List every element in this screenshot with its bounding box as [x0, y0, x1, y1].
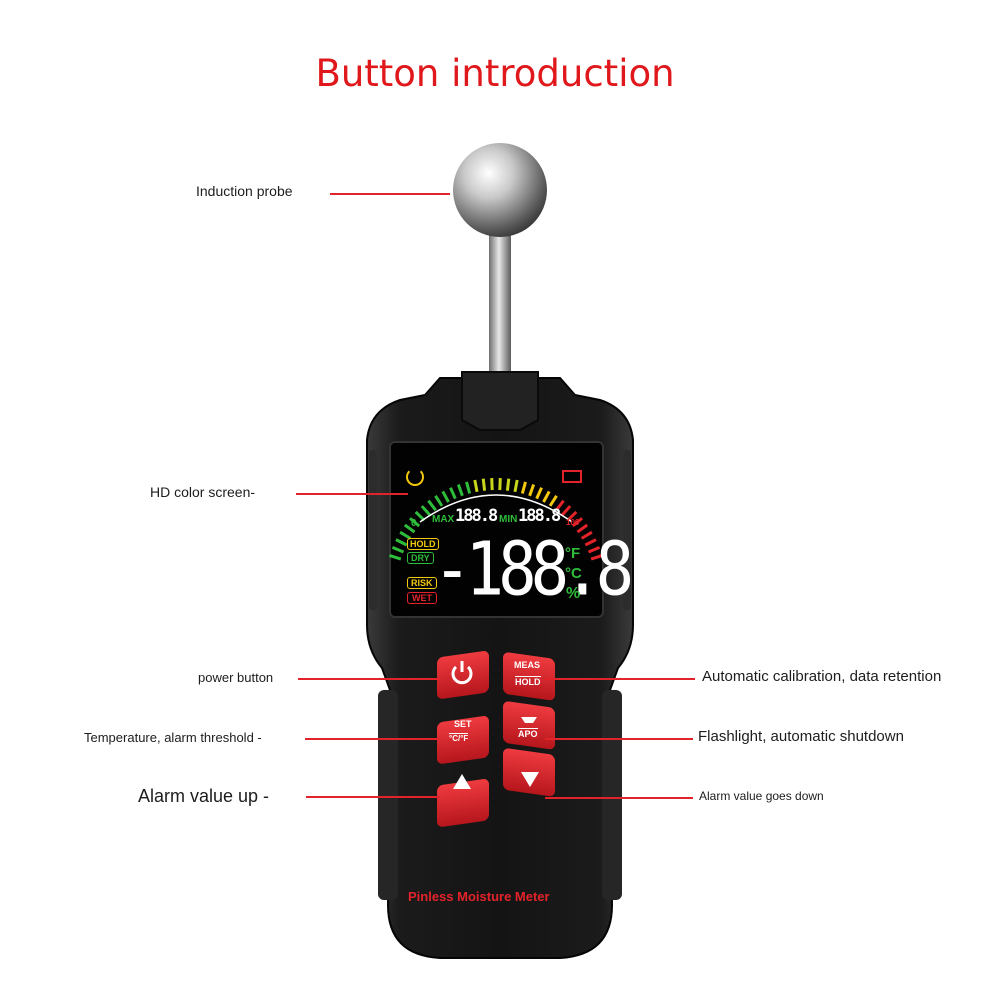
scale-segment — [449, 487, 457, 500]
label-induction-probe: Induction probe — [196, 183, 293, 199]
set-label: SET — [454, 719, 472, 729]
apo-button — [503, 701, 555, 750]
scale-segment — [520, 481, 527, 494]
meas-label: MEAS — [514, 660, 541, 670]
lcd-screen — [389, 441, 604, 618]
scale-segment — [587, 545, 601, 554]
scale-start: 0 — [411, 518, 417, 529]
moisture-scale-arc — [389, 478, 603, 561]
cf-label: °C/°F — [449, 733, 469, 743]
scale-segment — [542, 490, 551, 503]
scale-segment — [505, 478, 511, 491]
scale-segment — [481, 478, 487, 491]
lcd-battery-icon — [562, 470, 582, 483]
label-power-button: power button — [198, 670, 274, 685]
scale-segment — [584, 538, 597, 547]
probe-rod — [489, 210, 511, 385]
scale-segment — [590, 553, 603, 561]
scale-end: 100 — [566, 518, 580, 527]
scale-segment — [414, 510, 426, 522]
power-button — [437, 651, 489, 699]
scale-segment — [403, 523, 416, 534]
min-label: MIN — [499, 514, 518, 525]
min-value: 188.8 — [518, 506, 561, 526]
up-arrow-icon — [453, 774, 471, 789]
scale-segment — [580, 530, 593, 540]
probe-ball-icon — [453, 143, 547, 237]
scale-segment — [434, 494, 444, 507]
max-value: 188.8 — [455, 506, 498, 526]
up-button — [437, 779, 489, 827]
leader-screen — [296, 493, 408, 495]
label-flashlight: Flashlight, automatic shutdown — [698, 728, 904, 745]
label-hd-screen: HD color screen- — [150, 484, 256, 500]
leader-probe — [330, 193, 450, 195]
scale-segment — [473, 479, 479, 493]
label-alarm-down: Alarm value goes down — [699, 789, 824, 803]
scale-segment — [571, 517, 583, 528]
wet-indicator: WET — [407, 592, 437, 604]
scale-segment — [548, 494, 558, 507]
unit-percent: % — [566, 585, 581, 602]
scale-segment — [561, 505, 572, 517]
scale-segment — [427, 499, 437, 512]
lcd-power-icon — [406, 468, 424, 486]
scale-segment — [395, 538, 408, 547]
scale-segment — [535, 487, 543, 500]
apo-label: APO — [518, 728, 538, 739]
page-title: Button introduction — [315, 52, 675, 95]
scale-segment — [576, 523, 589, 534]
max-label: MAX — [432, 514, 455, 525]
dry-indicator: DRY — [407, 552, 434, 564]
scale-segment — [389, 553, 402, 561]
scale-segment — [555, 499, 565, 512]
flashlight-icon — [521, 717, 537, 723]
main-reading: -188.8 — [433, 528, 634, 614]
label-alarm-up: Alarm value up - — [138, 786, 270, 806]
scale-segment — [456, 484, 464, 497]
scale-baseline — [419, 494, 573, 523]
risk-indicator: RISK — [407, 577, 437, 589]
leader-power — [298, 678, 440, 680]
leader-flash — [545, 738, 693, 740]
label-temperature: Temperature, alarm threshold - — [84, 730, 262, 745]
scale-segment — [528, 484, 536, 497]
leader-down — [545, 797, 693, 799]
set-cf-button — [437, 716, 489, 764]
scale-segment — [391, 545, 405, 554]
leader-temp — [305, 738, 440, 740]
scale-segment — [441, 490, 450, 503]
brand-text: Pinless Moisture Meter — [408, 889, 550, 904]
scale-segment — [399, 530, 412, 540]
scale-segment — [409, 517, 421, 528]
scale-segment — [420, 505, 431, 517]
power-icon — [451, 661, 473, 685]
down-arrow-icon — [521, 772, 539, 787]
leader-up — [306, 796, 440, 798]
scale-segment — [465, 481, 472, 494]
leader-calib — [545, 678, 695, 680]
hold-indicator: HOLD — [407, 538, 439, 550]
label-calibration: Automatic calibration, data retention — [702, 668, 942, 685]
scale-segment — [513, 479, 519, 493]
scale-segment — [566, 510, 578, 522]
hold-label: HOLD — [515, 676, 541, 687]
unit-celsius: °C — [565, 565, 582, 582]
unit-fahrenheit: °F — [565, 545, 581, 562]
